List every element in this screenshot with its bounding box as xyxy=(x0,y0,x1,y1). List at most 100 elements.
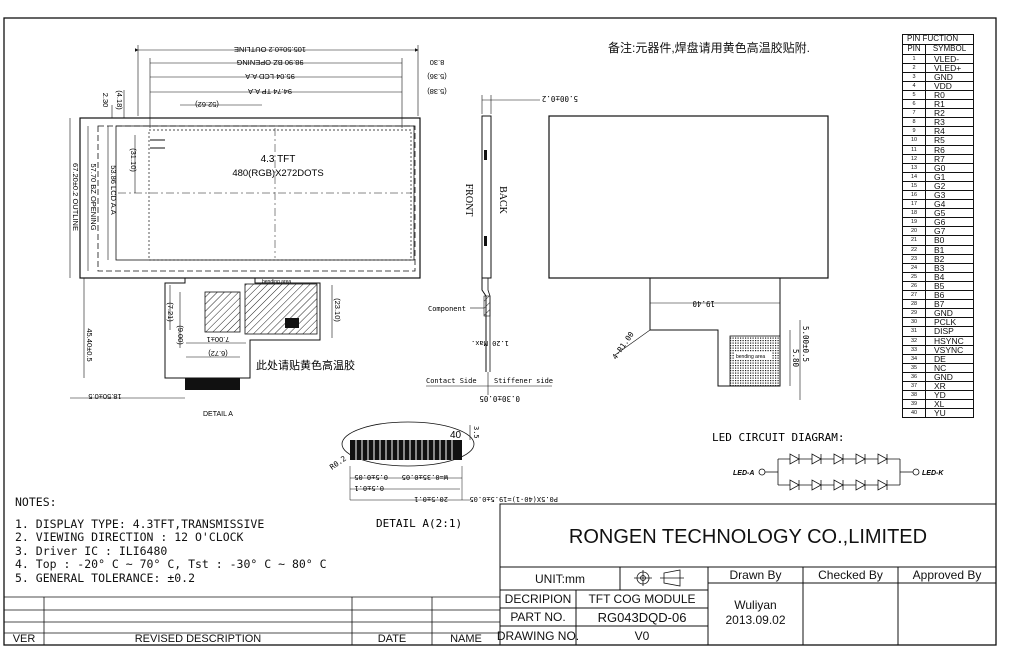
pin-symbol: B4 xyxy=(934,271,945,282)
pin-number: 21 xyxy=(903,236,926,245)
back-label: BACK xyxy=(497,186,508,215)
dim-500: 5.00±0.5 xyxy=(801,326,810,362)
dim-030: 0.30±0.05 xyxy=(479,394,520,403)
top-dimensions xyxy=(135,45,419,128)
pin-number: 3 xyxy=(903,72,926,81)
pin-symbol: DE xyxy=(934,353,946,364)
pin-symbol: VSYNC xyxy=(934,344,964,355)
pin-number: 32 xyxy=(903,336,926,345)
dim-205: 20.5±0.1 xyxy=(414,495,448,503)
dim-bz-height: 57.70 BZ OPENING xyxy=(89,163,98,230)
revision-table-lines xyxy=(4,596,500,645)
pin-symbol: G7 xyxy=(934,226,946,237)
part-no-value: RG043DQD-06 xyxy=(597,609,687,625)
pin-number: 37 xyxy=(903,381,926,391)
dim-580: 5.80 xyxy=(791,349,800,368)
dim-700: 7.00±1 xyxy=(207,335,230,344)
pin-row: 25 B4 xyxy=(903,273,973,282)
pin-number: 29 xyxy=(903,309,926,318)
rev-desc-header: REVISED DESCRIPTION xyxy=(134,633,262,645)
note-item: 1. DISPLAY TYPE: 4.3TFT,TRANSMISSIVE xyxy=(15,516,265,531)
symbol-col-header: SYMBOL xyxy=(932,43,967,53)
pin-symbol: DISP xyxy=(934,326,954,337)
unit-label: UNIT:mm xyxy=(535,571,585,586)
note-item: 4. Top : -20° C ~ 70° C, Tst : -30° C ~ … xyxy=(15,557,327,571)
dim-830: 8.30 xyxy=(430,58,445,67)
dim-4540: 45.40±0.5 xyxy=(85,328,94,361)
component-label: Component xyxy=(428,305,466,313)
drawn-date: 2013.09.02 xyxy=(725,613,786,627)
pin-symbol: HSYNC xyxy=(934,335,964,346)
dim-lcd-height: 53.86 LCD A.A xyxy=(109,165,118,215)
pin-number: 9 xyxy=(903,127,926,136)
note-item: 5. GENERAL TOLERANCE: ±0.2 xyxy=(15,570,196,585)
pin-symbol: R1 xyxy=(934,99,945,110)
pin-row: 31 DISP xyxy=(903,326,973,337)
pin-number: 11 xyxy=(903,145,926,154)
front-label: FRONT xyxy=(463,184,474,217)
pin-number: 5 xyxy=(903,90,926,100)
pin-number: 23 xyxy=(903,254,926,263)
pin-symbol: YU xyxy=(934,408,946,419)
pin-number: 13 xyxy=(903,163,926,172)
pin-number: 22 xyxy=(903,245,926,254)
fpc-contacts xyxy=(185,378,240,390)
dim-1940: 19.40 xyxy=(692,299,715,308)
bz-opening xyxy=(97,125,416,272)
dim-1850: 18.50±0.5 xyxy=(88,392,121,401)
notes-block: NOTES: 1. DISPLAY TYPE: 4.3TFT,TRANSMISS… xyxy=(15,495,327,585)
pin-number: 8 xyxy=(903,118,926,127)
pin-symbol: VDD xyxy=(934,80,952,91)
detail-a-label: DETAIL A xyxy=(203,411,233,418)
pin-symbol: B2 xyxy=(934,253,945,264)
pin-number: 10 xyxy=(903,136,926,145)
dim-thickness: 5.00±0.2 xyxy=(542,94,578,103)
led-circuit xyxy=(758,453,920,491)
pin-number: 25 xyxy=(903,272,926,281)
pin-number: 27 xyxy=(903,291,926,300)
pin-symbol: B7 xyxy=(934,299,945,310)
drawer-name: Wuliyan xyxy=(734,598,777,612)
pin-row: 34 DE xyxy=(903,353,973,364)
drawn-by-header: Drawn By xyxy=(729,568,782,582)
dim-pitch: P0.5X(40-1)=19.5±0.05 xyxy=(469,495,558,503)
pin-symbol: R3 xyxy=(934,117,945,128)
stiffener-side-label: Stiffener side xyxy=(494,377,553,385)
pin-symbol: XR xyxy=(934,380,946,391)
dim-5262: (52.62) xyxy=(195,100,219,109)
pin-number: 28 xyxy=(903,300,926,309)
dim-418: (4.18) xyxy=(115,90,124,110)
pin-symbol: VLED- xyxy=(934,53,960,64)
dim-outline-width: 105.50±0.2 OUTLINE xyxy=(234,45,306,54)
pin-symbol: G3 xyxy=(934,190,946,200)
pin-symbol: B1 xyxy=(934,244,945,255)
rear-view: bending area 19.40 4-R1.00 5.80 5.00±0.5 xyxy=(548,115,829,400)
led-diagram-title: LED CIRCUIT DIAGRAM: xyxy=(712,431,844,444)
pin-number: 31 xyxy=(903,327,926,336)
side-view: 5.00±0.2 FRONT BACK Component 1.20 Max. … xyxy=(426,94,578,403)
dim-outline-height: 67.20±0.2 OUTLINE xyxy=(71,163,80,231)
dim-230: 2.30 xyxy=(101,93,110,108)
detail-a-scale-label: DETAIL A(2:1) xyxy=(376,517,462,530)
pin-number: 39 xyxy=(903,400,926,409)
pin-symbol: GND xyxy=(934,71,953,82)
dim-bz-width: 98.90 BZ OPENING xyxy=(236,58,303,67)
pin-symbol: R2 xyxy=(934,108,945,119)
pin-symbol: YD xyxy=(934,390,946,401)
pin-number: 4 xyxy=(903,81,926,90)
pin-number: 34 xyxy=(903,354,926,363)
detail-a-view: 40 3.5 R0.2 0.5±0.05 W=0.35±0.05 0.5±0.1… xyxy=(328,421,558,530)
pin-number: 14 xyxy=(903,172,926,181)
tp-active-area xyxy=(148,129,412,261)
pin-number: 35 xyxy=(903,363,926,372)
